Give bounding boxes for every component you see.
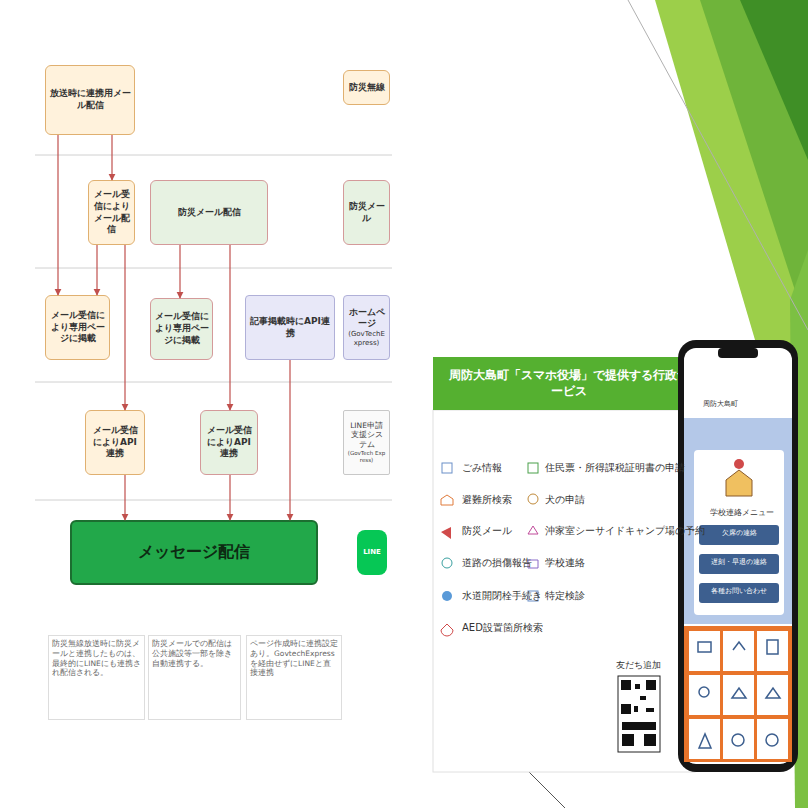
flow-arrow (229, 475, 230, 520)
box-text: メール受信により専用ページに掲載 (49, 310, 106, 345)
process-box: 防災メール (343, 180, 390, 245)
box-text: 防災無線放送時に防災メールと連携したものは、最終的にLINEにも連携され配信され… (52, 639, 141, 678)
box-text: メール受信により専用ページに掲載 (154, 311, 209, 346)
flow-arrow (124, 245, 125, 410)
deco-line (525, 768, 565, 808)
school-illustration (734, 459, 744, 469)
service-item: 学校連絡 (545, 557, 585, 569)
process-box: ホームページ(GovTechExpress) (343, 295, 390, 360)
deco-line (628, 0, 808, 330)
process-box: LINE申請支援システム(GovTech Express) (343, 410, 390, 475)
row-separators (35, 155, 392, 500)
menu-card (694, 450, 784, 615)
deco-triangle (700, 0, 808, 330)
box-text: LINE申請支援システム (347, 421, 386, 450)
service-item: 避難所検索 (462, 494, 512, 506)
menu-button-text: 各種お問い合わせ (699, 588, 779, 596)
service-item: 犬の申請 (545, 494, 585, 506)
box-subtext: (GovTechExpress) (347, 330, 386, 348)
box-text: ホームページ (347, 307, 386, 330)
process-box: 防災メール配信 (150, 180, 268, 245)
process-box: LINE (357, 530, 387, 575)
process-box: 放送時に連携用メール配信 (45, 65, 135, 135)
process-box: 記事掲載時にAPI連携 (245, 295, 335, 360)
header-band: 周防大島町「スマホ役場」で提供する行政サービス (433, 357, 695, 410)
box-text: LINE (363, 548, 381, 557)
flow-arrow (57, 135, 58, 295)
box-text: 防災メール (347, 201, 386, 224)
box-text: ページ作成時に連携設定あり。GovtechExpressを経由せずにLINEと直… (250, 639, 338, 678)
box-text: 防災メールでの配信は公共施設等一部を除き自動連携する。 (152, 639, 237, 668)
box-text: 周防大島町「スマホ役場」で提供する行政サービス (445, 368, 692, 399)
deco-triangle (740, 0, 808, 160)
flow-arrow (96, 245, 97, 295)
menu-button-text: 欠席の連絡 (699, 530, 779, 538)
flow-arrow (229, 245, 230, 410)
phone-text: 友だち追加 (616, 660, 661, 671)
process-box: 防災無線 (343, 70, 390, 105)
process-box: メール受信により専用ページに掲載 (150, 298, 213, 360)
process-box: メール受信によりAPI連携 (200, 410, 258, 475)
process-box: メール受信によりメール配信 (88, 180, 135, 245)
phone-screen (684, 348, 792, 764)
box-text: メール受信によりメール配信 (92, 189, 131, 236)
message-box: メッセージ配信 (70, 520, 318, 585)
box-text: 防災無線 (349, 82, 385, 94)
service-item: 道路の損傷報告 (462, 557, 532, 569)
school-illustration (726, 470, 752, 496)
service-item: 防災メール (462, 525, 512, 537)
menu-button (699, 525, 779, 545)
flow-arrow (124, 475, 125, 520)
service-item: 沖家室シーサイドキャンプ場の予約 (545, 525, 705, 536)
box-text: 防災メール配信 (178, 207, 241, 219)
box-text: 放送時に連携用メール配信 (49, 88, 131, 111)
note-box: 防災メールでの配信は公共施設等一部を除き自動連携する。 (148, 635, 241, 720)
box-subtext: (GovTech Express) (347, 450, 386, 464)
note-box: ページ作成時に連携設定あり。GovtechExpressを経由せずにLINEと直… (246, 635, 342, 720)
menu-button-text: 遅刻・早退の連絡 (699, 559, 779, 567)
menu-button (699, 554, 779, 574)
chat-area (684, 418, 792, 624)
qr-code (618, 676, 660, 752)
flow-arrow (289, 360, 290, 520)
process-box: メール受信によりAPI連携 (85, 410, 145, 475)
service-item: 水道開閉栓手続き (462, 590, 542, 602)
service-panel (433, 410, 695, 772)
process-box: メール受信により専用ページに掲載 (45, 295, 110, 360)
phone-notch (718, 348, 758, 358)
tile-icons (698, 640, 780, 748)
rich-menu-tiles (689, 631, 788, 759)
service-item: AED設置箇所検索 (462, 622, 543, 634)
service-item: 特定検診 (545, 590, 585, 602)
phone-text: 学校連絡メニュー (710, 508, 774, 517)
box-text: メール受信によりAPI連携 (204, 425, 254, 460)
note-box: 防災無線放送時に防災メールと連携したものは、最終的にLINEにも連携され配信され… (48, 635, 145, 720)
phone-frame (678, 340, 798, 772)
box-text: 記事掲載時にAPI連携 (249, 316, 331, 339)
service-icons (441, 463, 538, 636)
service-item: ごみ情報 (462, 462, 502, 474)
flow-arrow (111, 135, 112, 180)
box-text: メッセージ配信 (138, 542, 250, 563)
flow-arrow (179, 245, 180, 298)
menu-button (699, 583, 779, 603)
phone-text: 周防大島町 (703, 400, 738, 408)
box-text: メール受信によりAPI連携 (89, 425, 141, 460)
rich-menu (684, 626, 792, 762)
service-item: 住民票・所得課税証明書の申請 (545, 462, 685, 473)
